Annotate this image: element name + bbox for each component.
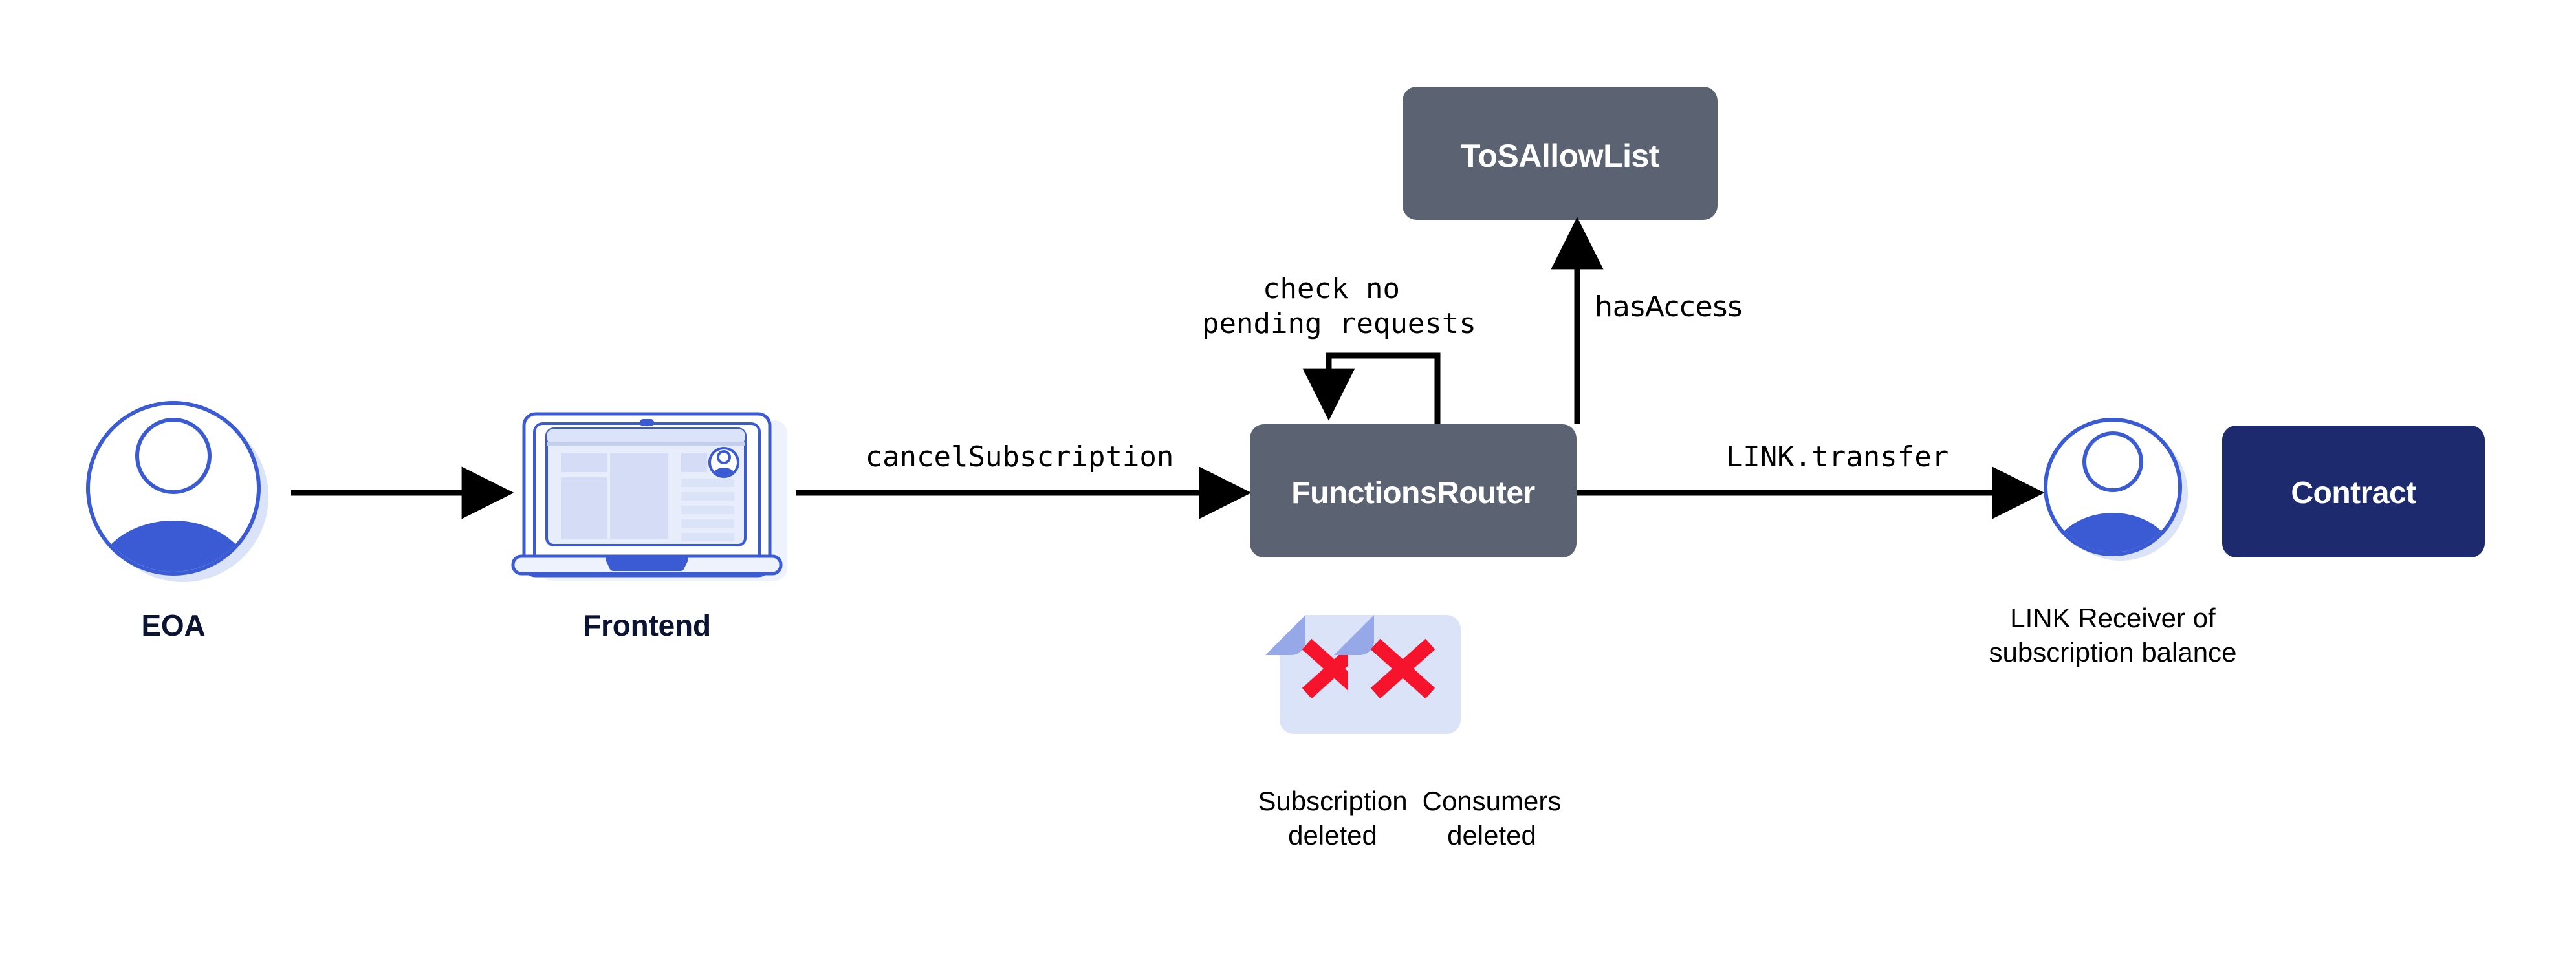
edge-label-link-transfer: LINK.transfer [1725, 440, 1949, 473]
edge-label-has-access: hasAccess [1595, 290, 1743, 323]
document-deleted-icon-subscription [1265, 615, 1392, 734]
actor-label-link-receiver: LINK Receiver of subscription balance [1989, 603, 2237, 667]
self-loop-check-pending-requests [1302, 352, 1441, 424]
node-label-contract: Contract [2291, 476, 2416, 510]
status-label-subscription-deleted: Subscription deleted [1258, 786, 1408, 850]
document-deleted-icon-consumers [1334, 615, 1461, 734]
laptop-icon-frontend [511, 412, 787, 581]
edge-label-cancel-subscription: cancelSubscription [865, 440, 1174, 473]
node-label-tos-allow-list: ToSAllowList [1461, 138, 1659, 174]
user-avatar-icon-link-receiver [2044, 418, 2188, 561]
edge-label-check-no-pending-requests: check no pending requests [1202, 272, 1476, 340]
status-label-consumers-deleted: Consumers deleted [1422, 786, 1562, 850]
actor-label-frontend: Frontend [583, 609, 711, 642]
actor-label-eoa: EOA [141, 609, 206, 642]
node-label-functions-router: FunctionsRouter [1291, 476, 1535, 510]
